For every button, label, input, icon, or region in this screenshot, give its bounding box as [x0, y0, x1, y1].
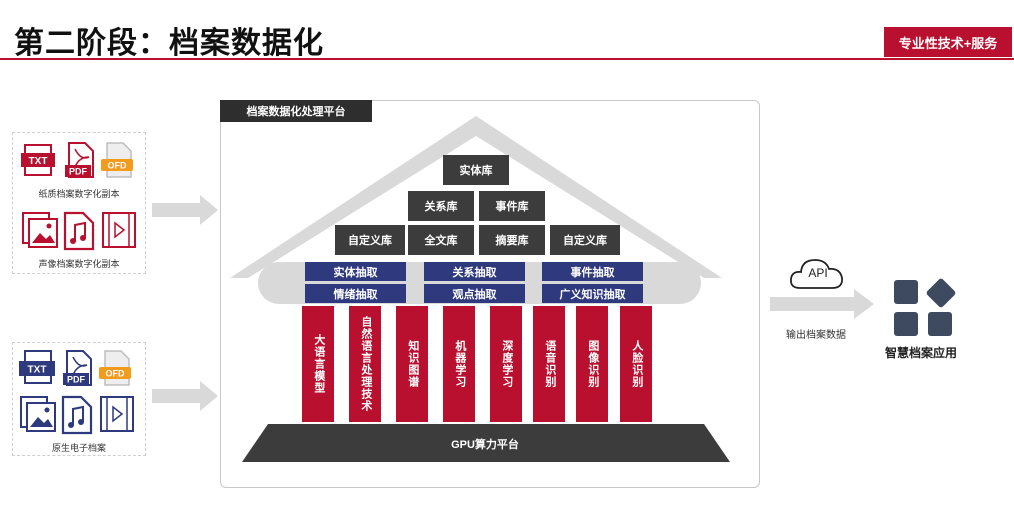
library-custom: 自定义库	[335, 225, 405, 255]
extraction-opinion: 观点抽取	[424, 284, 525, 303]
extraction-knowledge: 广义知识抽取	[542, 284, 643, 303]
extraction-relation: 关系抽取	[424, 262, 525, 281]
platform-frame	[220, 100, 760, 488]
svg-text:OFD: OFD	[108, 161, 127, 171]
txt-file-icon: TXT	[21, 144, 55, 176]
music-file-icon	[63, 211, 95, 251]
input-arrow-icon	[152, 381, 218, 411]
library-event: 事件库	[479, 191, 545, 221]
music-file-icon	[61, 395, 93, 435]
pillar-image-recognition: 图像识别	[576, 306, 608, 422]
library-custom: 自定义库	[550, 225, 620, 255]
roof-outline	[230, 116, 722, 278]
image-file-icon	[20, 396, 56, 432]
pillar-speech-recognition: 语音识别	[533, 306, 565, 422]
input-arrow-icon	[152, 195, 218, 225]
library-relation: 关系库	[408, 191, 474, 221]
service-badge: 专业性技术+服务	[884, 27, 1012, 57]
ofd-file-icon: OFD	[99, 350, 131, 386]
page-title: 第二阶段：档案数据化	[14, 27, 324, 60]
txt-file-icon: TXT	[19, 350, 55, 384]
video-file-icon	[100, 396, 134, 432]
output-arrow-icon	[770, 289, 874, 319]
smart-archive-app-label: 智慧档案应用	[885, 346, 958, 360]
svg-text:OFD: OFD	[106, 369, 125, 379]
extraction-emotion: 情绪抽取	[305, 284, 406, 303]
pillar-face-recognition: 人脸识别	[620, 306, 652, 422]
pillar-deep-learning: 深度学习	[490, 306, 522, 422]
api-label: API	[808, 266, 828, 280]
image-file-icon	[22, 212, 58, 248]
api-cloud-icon	[790, 259, 843, 289]
output-data-label: 输出档案数据	[786, 330, 846, 341]
platform-title: 档案数据化处理平台	[220, 100, 372, 122]
extraction-event: 事件抽取	[542, 262, 643, 281]
source-box-digitized: TXT PDF OFD 纸质档案数字化副本 声像档案数字化副本	[12, 132, 146, 274]
source-label-paper: 纸质档案数字化副本	[38, 189, 120, 199]
app-grid-icon	[894, 278, 960, 338]
library-entity: 实体库	[443, 155, 509, 185]
pillar-llm: 大语言模型	[302, 306, 334, 422]
svg-text:TXT: TXT	[29, 156, 48, 167]
pdf-file-icon: PDF	[65, 142, 94, 178]
ofd-file-icon: OFD	[101, 142, 133, 178]
svg-text:PDF: PDF	[69, 167, 88, 177]
svg-text:TXT: TXT	[28, 365, 47, 376]
extraction-entity: 实体抽取	[305, 262, 406, 281]
gpu-platform-label: GPU算力平台	[451, 439, 519, 451]
svg-text:PDF: PDF	[67, 375, 86, 385]
library-summary: 摘要库	[479, 225, 545, 255]
source-box-native: TXT PDF OFD 原生电子档案	[12, 342, 146, 456]
gpu-base	[242, 424, 730, 462]
video-file-icon	[102, 212, 136, 248]
pillar-nlp: 自然语言处理技术	[349, 306, 381, 422]
pdf-file-icon: PDF	[63, 350, 92, 386]
pillar-machine-learning: 机器学习	[443, 306, 475, 422]
title-divider	[0, 58, 1014, 60]
pillar-knowledge-graph: 知识图谱	[396, 306, 428, 422]
source-label-audiovisual: 声像档案数字化副本	[38, 259, 120, 269]
source-label-native: 原生电子档案	[51, 443, 106, 453]
library-fulltext: 全文库	[408, 225, 474, 255]
